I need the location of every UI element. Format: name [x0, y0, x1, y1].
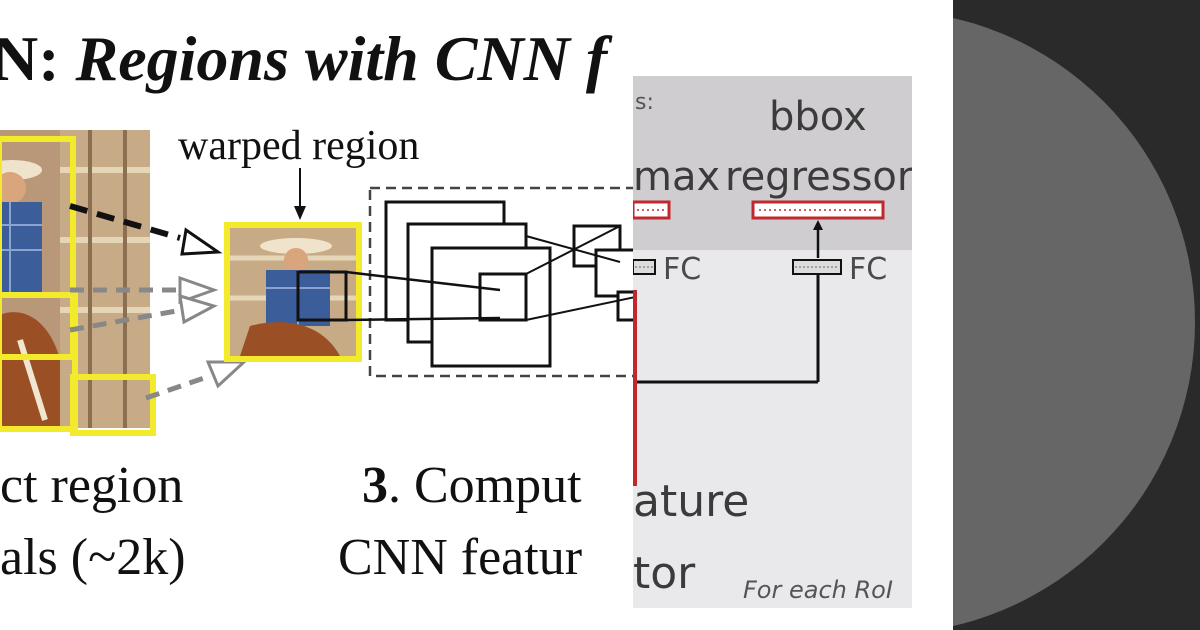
for-each-roi-label: For each RoI — [743, 576, 893, 604]
fast-rcnn-panel: s: max bbox regressor FC FC ature tor Fo… — [633, 76, 912, 608]
fast-rcnn-wiring — [633, 200, 885, 486]
rcnn-title: N: Regions with CNN f — [0, 22, 607, 96]
step3-label-line2: CNN featur — [338, 529, 583, 586]
bbox-label-line2: regressor — [725, 154, 912, 200]
rcnn-title-italic: Regions with CNN f — [75, 23, 608, 94]
proposal-box-large — [0, 136, 76, 360]
rcnn-diagram-panel: N: Regions with CNN f — [0, 22, 640, 586]
decorative-circle — [953, 0, 1200, 630]
step3-text: . Comput — [388, 457, 582, 514]
feature-label-line2: tor — [633, 548, 696, 599]
softmax-label: max — [633, 154, 721, 200]
step3-number: 3 — [362, 457, 388, 514]
fc-label-right: FC — [849, 252, 888, 287]
step3-label-line1: 3. Comput — [362, 456, 582, 515]
cnn-block — [296, 186, 640, 378]
decorative-panel — [953, 0, 1200, 630]
top-snippet-label: s: — [635, 90, 654, 115]
warped-region-label: warped region — [178, 123, 420, 169]
proposal-box-mid — [0, 292, 78, 432]
output-layer-band — [633, 76, 912, 250]
bbox-label-line1: bbox — [769, 94, 867, 140]
fc-label-left: FC — [663, 252, 702, 287]
proposal-arrows — [69, 168, 306, 401]
rcnn-title-plain: N: — [0, 23, 76, 94]
step2-label-line1: ct region — [0, 457, 184, 514]
proposal-box-small — [70, 374, 156, 436]
step2-label-line2: als (~2k) — [0, 529, 186, 586]
feature-label-line1: ature — [633, 476, 750, 527]
